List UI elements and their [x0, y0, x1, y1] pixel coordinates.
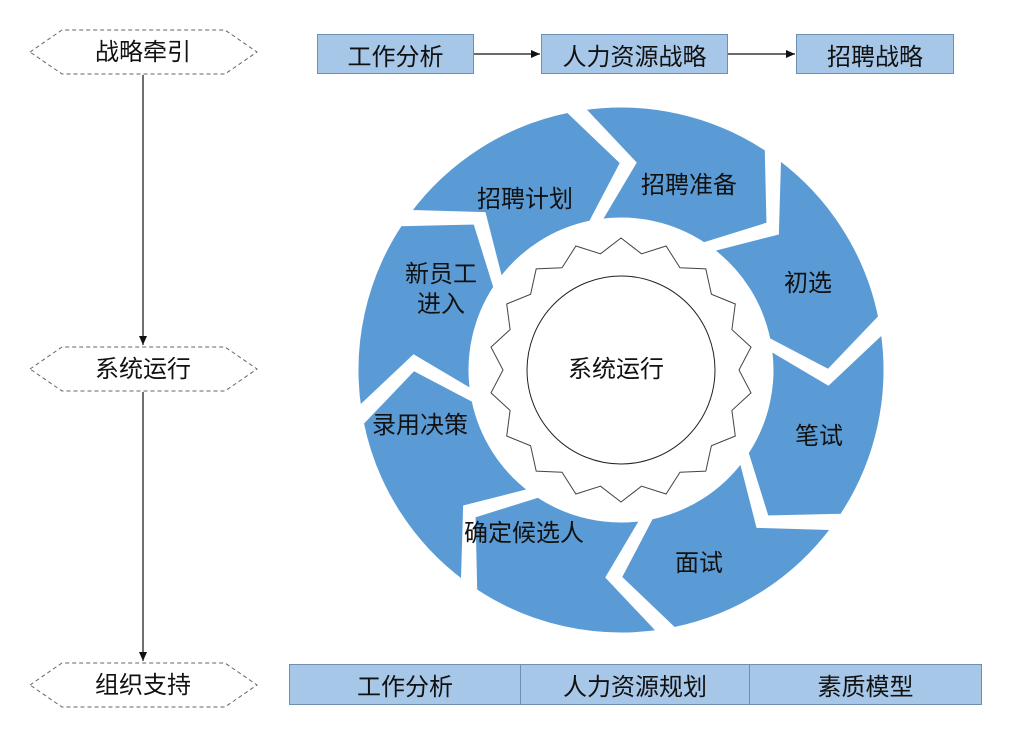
- flow-box-hr-strategy: 人力资源战略: [541, 34, 728, 74]
- support-cell-competency-model: 素质模型: [817, 673, 914, 701]
- cycle-segment: [358, 365, 538, 588]
- label-strategy: 战略牵引: [95, 38, 191, 66]
- segment-label-recruit-prep: 招聘准备: [641, 171, 737, 199]
- segment-label-interview: 面试: [675, 549, 723, 577]
- hexagon-strategy: [29, 29, 258, 75]
- label-operation: 系统运行: [95, 355, 191, 383]
- segment-label-initial-screening: 初选: [784, 269, 832, 297]
- cycle-segment: [353, 219, 499, 415]
- segment-label-recruit-plan: 招聘计划: [477, 185, 573, 213]
- cycle-segment: [576, 102, 772, 248]
- cycle-ring: [353, 102, 889, 638]
- segment-label-confirm-candidate: 确定候选人: [464, 519, 584, 547]
- support-cell-job-analysis: 工作分析: [290, 665, 521, 704]
- segment-label-hiring-decision: 录用决策: [372, 411, 468, 439]
- segment-label-written-test: 笔试: [795, 422, 843, 450]
- cycle-segment: [704, 152, 884, 375]
- support-bar: 工作分析 人力资源规划 素质模型: [289, 664, 982, 705]
- center-circle: [526, 275, 716, 465]
- segment-label-new-employee: 新员工进入: [405, 260, 477, 318]
- cycle-segment: [616, 453, 839, 633]
- support-cell-hr-planning: 人力资源规划: [521, 665, 750, 704]
- label-support: 组织支持: [95, 671, 191, 699]
- flow-box-recruit-strategy: 招聘战略: [796, 34, 954, 74]
- cycle-center-label: 系统运行: [568, 355, 664, 383]
- cycle-segment: [743, 325, 889, 521]
- cycle-segment: [470, 492, 666, 638]
- flow-box-job-analysis: 工作分析: [317, 34, 474, 74]
- hexagon-operation: [29, 346, 258, 392]
- hexagon-support: [29, 662, 258, 708]
- cycle-segment: [403, 107, 626, 287]
